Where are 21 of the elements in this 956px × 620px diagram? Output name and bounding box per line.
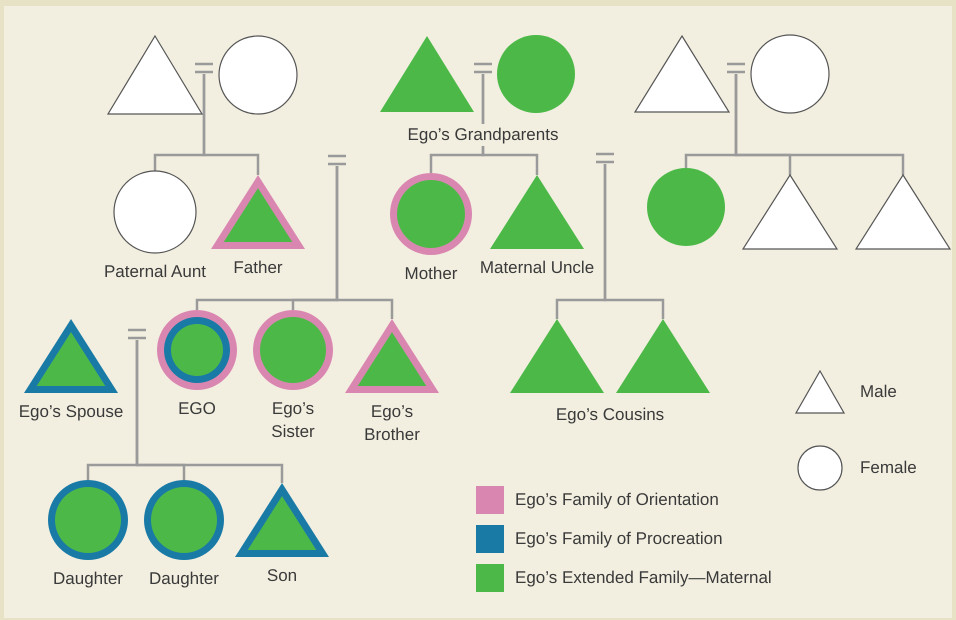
- kin-label: Paternal Aunt: [104, 261, 206, 283]
- kin-label: Daughter: [53, 568, 123, 590]
- legend-label: Female: [860, 457, 917, 479]
- legend-label: Ego’s Extended Family—Maternal: [515, 567, 772, 589]
- kin-label: Ego’s Sister: [270, 398, 316, 443]
- descent-line: [336, 166, 394, 319]
- descent-line: [604, 164, 664, 319]
- legend-label: Male: [860, 381, 897, 403]
- kin-label: Ego’s Spouse: [18, 401, 124, 423]
- descent-line: [202, 74, 260, 175]
- legend-label: Ego’s Family of Procreation: [515, 528, 723, 550]
- kin-label: EGO: [178, 398, 216, 420]
- kin-label: Father: [233, 257, 283, 279]
- kin-label: Maternal Uncle: [480, 257, 594, 279]
- descent-line: [136, 340, 284, 483]
- kin-label: Ego’s Brother: [363, 401, 421, 446]
- kin-label: Mother: [404, 263, 458, 285]
- legend-label: Ego’s Family of Orientation: [515, 489, 719, 511]
- kin-label: Daughter: [149, 568, 219, 590]
- descent-line: [734, 74, 904, 175]
- kin-label: Son: [266, 565, 298, 587]
